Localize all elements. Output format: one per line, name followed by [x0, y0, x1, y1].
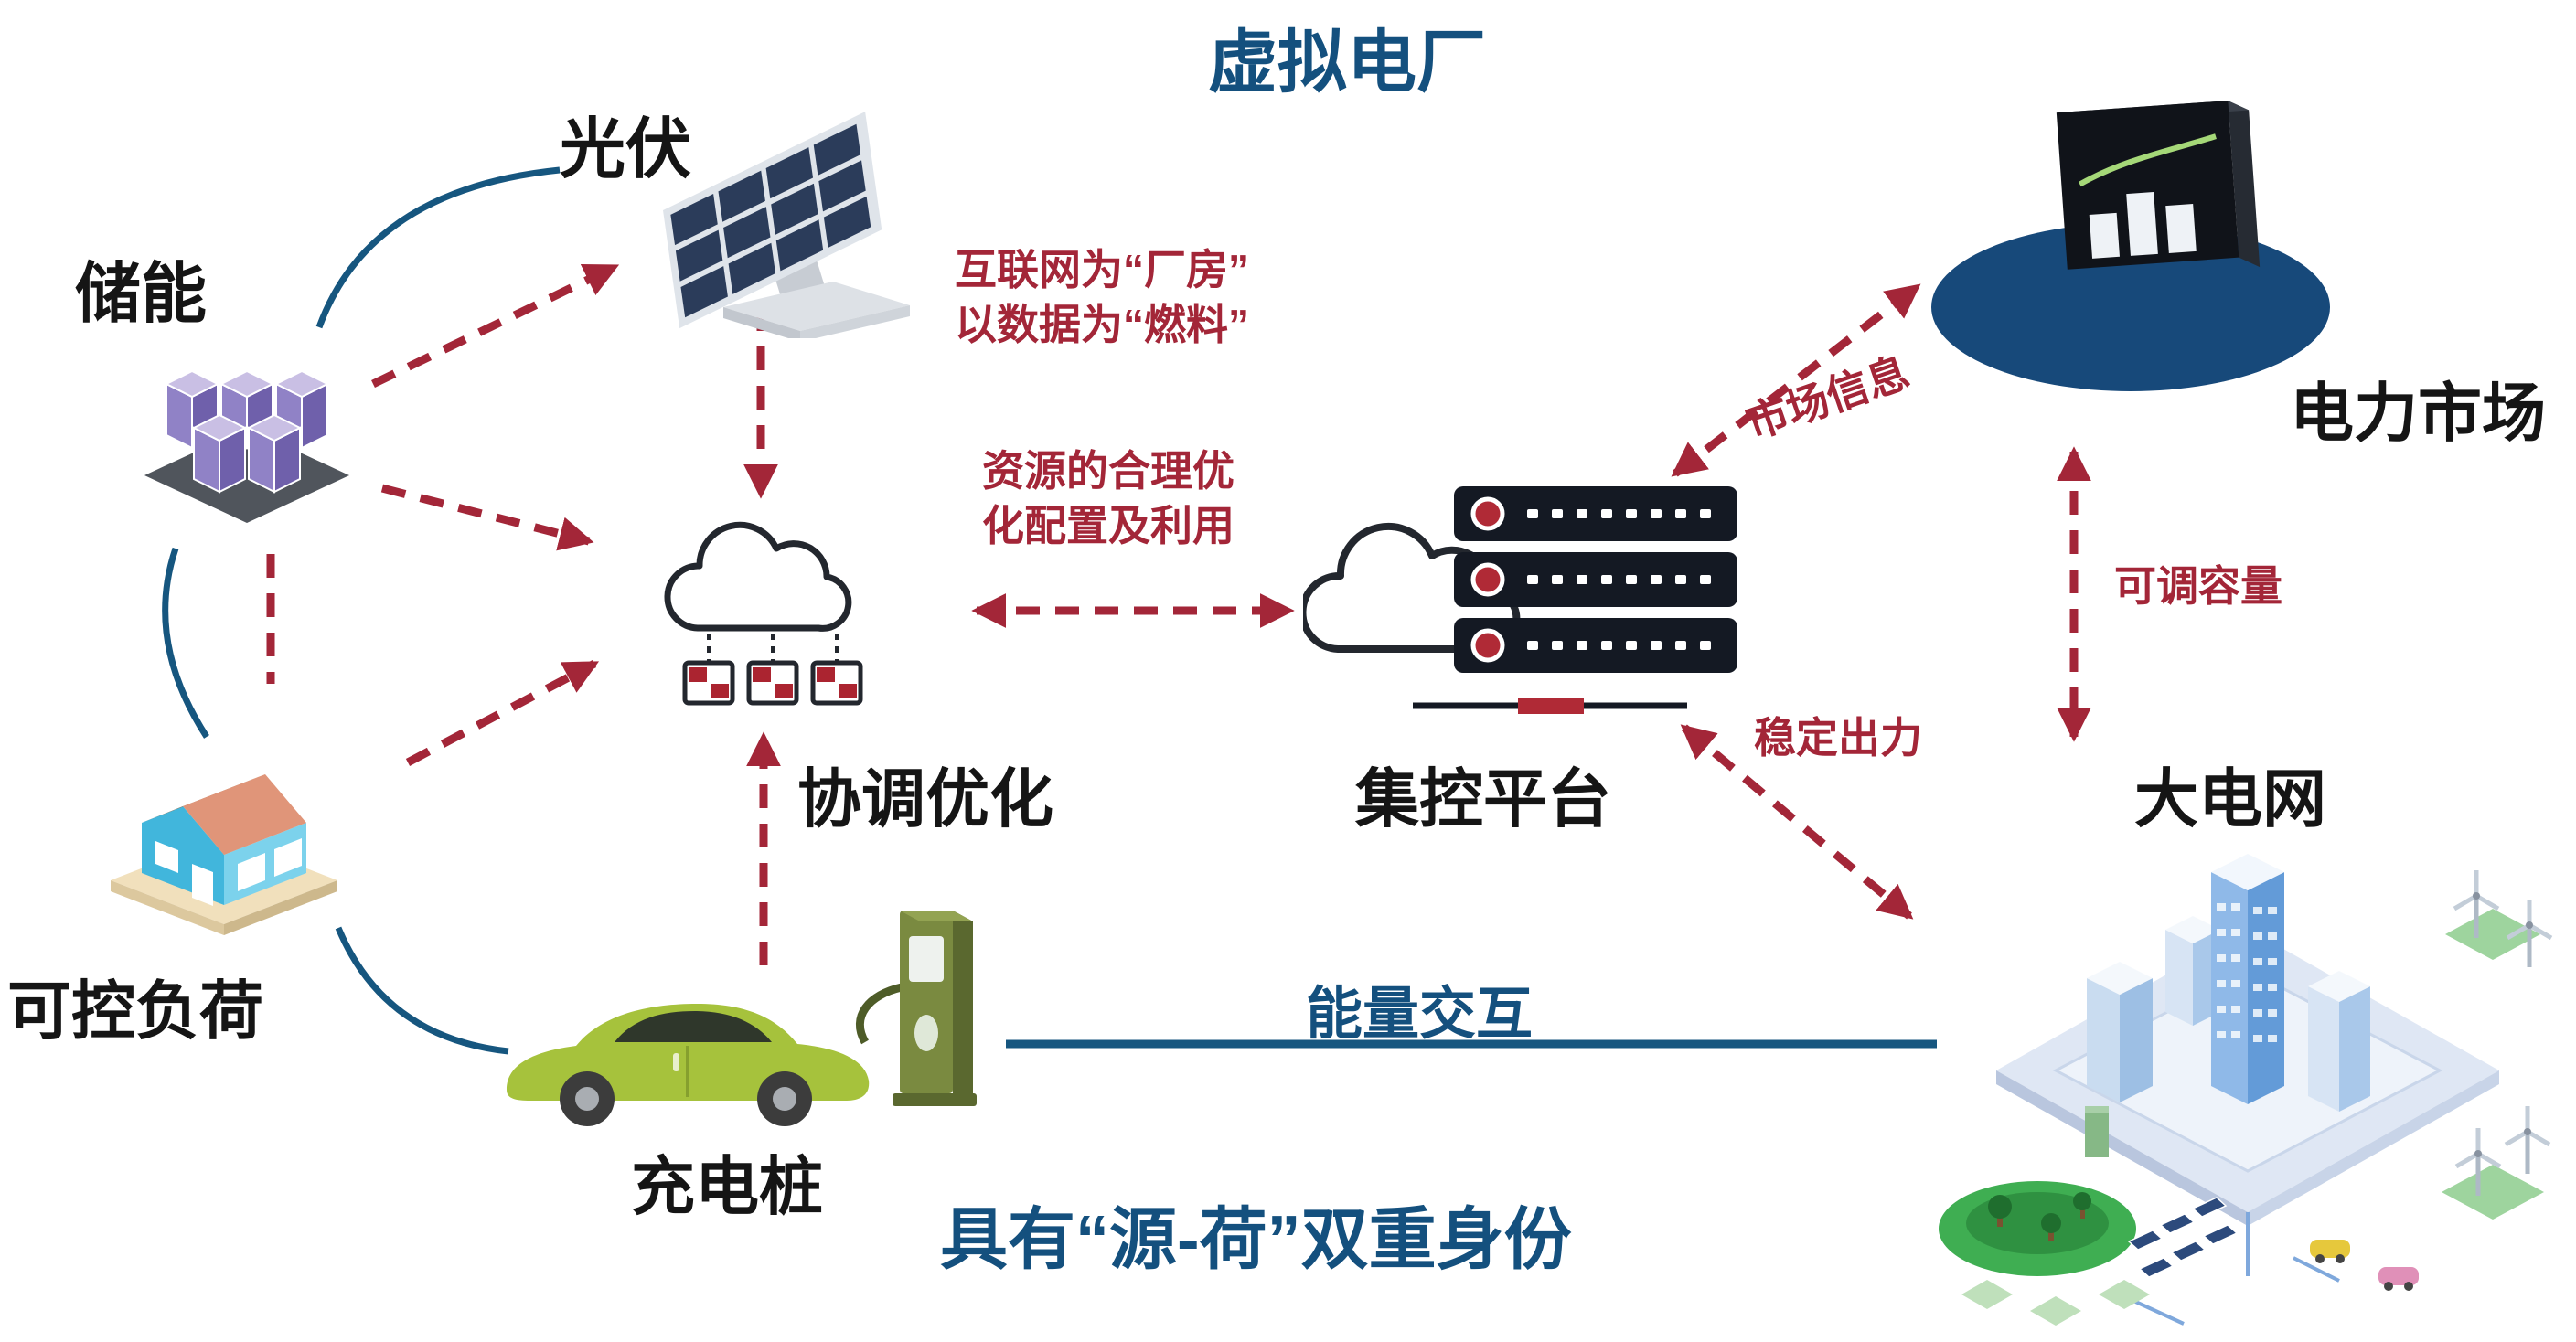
link-storage-solar-blue	[315, 166, 561, 329]
wind-farm-top	[2445, 870, 2553, 967]
label-load: 可控负荷	[7, 975, 263, 1047]
battery-storage-icon	[144, 369, 349, 523]
arrow-platform-market	[1671, 283, 1921, 477]
arrow-storage-solar	[371, 262, 620, 389]
city-grid-icon	[1939, 854, 2553, 1326]
solar-panel-icon	[663, 112, 910, 338]
note-internet-line1: 互联网为“厂房”	[955, 246, 1249, 293]
note-resource-line1: 资源的合理优	[982, 447, 1235, 495]
label-grid: 大电网	[2134, 763, 2326, 835]
edge-node-icons	[682, 660, 863, 706]
park-icon	[1939, 1181, 2136, 1276]
green-blocks	[1961, 1280, 2150, 1326]
label-platform: 集控平台	[1355, 763, 1611, 835]
cloud-compute-icon	[664, 521, 863, 706]
link-storage-load-blue	[162, 547, 209, 739]
battery-column-icon	[2085, 1106, 2109, 1157]
caption-dual-identity: 具有“源-荷”双重身份	[940, 1201, 1572, 1277]
wind-farm-bottom	[2442, 1106, 2551, 1220]
arrow-platform-city	[1680, 724, 1914, 920]
page-title: 虚拟电厂	[1208, 24, 1486, 101]
taxi-icon	[2310, 1240, 2350, 1263]
label-coordination: 协调优化	[797, 763, 1053, 835]
note-internet-line2: 以数据为“燃料”	[955, 300, 1249, 348]
arrow-load-coordination	[405, 660, 600, 766]
cable-charger-car	[856, 983, 903, 1045]
server-platform-icon	[1303, 486, 1737, 714]
label-charger: 充电桩	[631, 1151, 823, 1222]
note-stable-output: 稳定出力	[1754, 714, 1922, 762]
note-resource: 资源的合理优 化配置及利用	[953, 444, 1264, 554]
pink-car-icon	[2378, 1267, 2419, 1291]
building-right	[2308, 971, 2370, 1112]
charging-station-icon	[893, 911, 977, 1106]
label-solar: 光伏	[560, 113, 692, 186]
label-storage: 储能	[75, 258, 208, 331]
link-load-car-blue	[335, 926, 509, 1055]
label-market: 电力市场	[2290, 378, 2546, 449]
building-left	[2087, 962, 2153, 1102]
market-chart-icon	[1931, 101, 2330, 391]
arrow-storage-coordination	[380, 484, 594, 551]
note-adjustable-capacity: 可调容量	[2114, 562, 2282, 610]
note-energy-exchange: 能量交互	[1306, 983, 1534, 1046]
note-resource-line2: 化配置及利用	[982, 501, 1235, 549]
solar-farm-icon	[2127, 1197, 2239, 1278]
house-icon	[111, 774, 337, 935]
ev-car-icon	[507, 1004, 870, 1126]
note-internet: 互联网为“厂房” 以数据为“燃料”	[919, 243, 1285, 353]
tall-tower	[2211, 854, 2284, 1104]
